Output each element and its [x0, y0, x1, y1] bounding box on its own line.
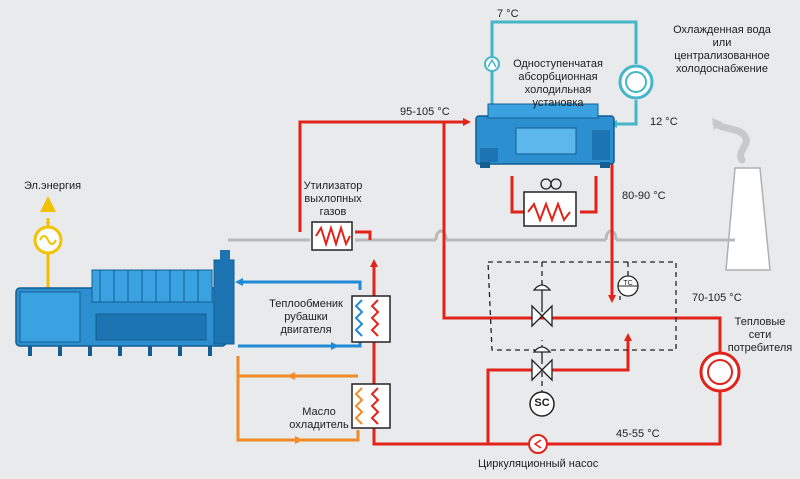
label-chilled-water: Охлажденная вода или централизованное хо… — [652, 24, 792, 76]
label-circulation-pump: Циркуляционный насос — [478, 458, 599, 470]
label-heat-network-line3: потребителя — [727, 342, 793, 354]
label-absorption-line2: абсорбционная — [518, 71, 598, 83]
label-jacket-line3: двигателя — [280, 324, 332, 336]
absorption-chiller-unit — [475, 103, 615, 168]
label-absorption-line1: Одноступенчатая — [513, 58, 603, 70]
chimney — [712, 118, 771, 271]
label-temp-12: 12 °C — [650, 116, 678, 128]
label-absorption-chiller: Одноступенчатая абсорбционная холодильна… — [504, 58, 612, 110]
label-chilled-water-line3: централизованное — [674, 50, 770, 62]
control-lines — [487, 261, 677, 392]
label-heat-network-line2: сети — [748, 329, 772, 341]
label-exhaust-line2: выхлопных — [304, 193, 362, 205]
label-temp-80-90: 80-90 °C — [622, 190, 666, 202]
control-valve-upper — [531, 284, 553, 328]
electricity-output — [33, 196, 63, 288]
label-heat-network: Тепловые сети потребителя — [724, 316, 796, 355]
label-chilled-water-line4: холодоснабжение — [676, 63, 768, 75]
label-electricity: Эл.энергия — [24, 180, 82, 192]
label-exhaust-line3: газов — [319, 206, 347, 218]
label-chilled-water-line1: Охлажденная вода — [673, 24, 771, 36]
label-sc: SC — [534, 397, 550, 409]
chiller-heat-exchanger — [523, 178, 577, 227]
label-jacket-line2: рубашки — [284, 311, 328, 323]
label-temp-45-55: 45-55 °C — [616, 428, 660, 440]
label-chilled-water-line2: или — [712, 37, 732, 49]
label-exhaust-recuperator: Утилизатор выхлопных газов — [300, 180, 366, 219]
fan-icon — [540, 178, 552, 190]
label-temp-70-105: 70-105 °C — [692, 292, 742, 304]
chilled-pump-icon — [484, 56, 500, 72]
label-tc: TC — [623, 280, 633, 287]
label-absorption-line3: холодильная — [524, 84, 592, 96]
speed-controller-icon — [529, 391, 555, 417]
exhaust-heat-exchanger — [311, 221, 353, 251]
oil-cooler-loop — [236, 356, 360, 444]
jacket-heat-exchanger — [351, 295, 391, 343]
oil-cooler-exchanger — [351, 383, 391, 429]
engine-generator-set — [15, 250, 235, 356]
label-exhaust-line1: Утилизатор — [303, 180, 363, 192]
label-absorption-line4: установка — [532, 97, 584, 109]
circulation-pump-icon — [528, 434, 548, 454]
label-temp-7: 7 °C — [497, 8, 519, 20]
label-oil-cooler: Масло охладитель — [284, 406, 354, 432]
chilled-consumer-icon — [618, 64, 654, 100]
label-jacket-exchanger: Теплообменик рубашки двигателя — [266, 298, 346, 337]
control-valve-lower — [531, 346, 553, 382]
label-temp-95-105: 95-105 °C — [400, 106, 450, 118]
label-heat-network-line1: Тепловые — [734, 316, 786, 328]
heat-consumer-icon — [699, 351, 741, 393]
label-oil-line1: Масло — [302, 406, 336, 418]
label-jacket-line1: Теплообменик — [269, 298, 343, 310]
label-oil-line2: охладитель — [289, 419, 349, 431]
